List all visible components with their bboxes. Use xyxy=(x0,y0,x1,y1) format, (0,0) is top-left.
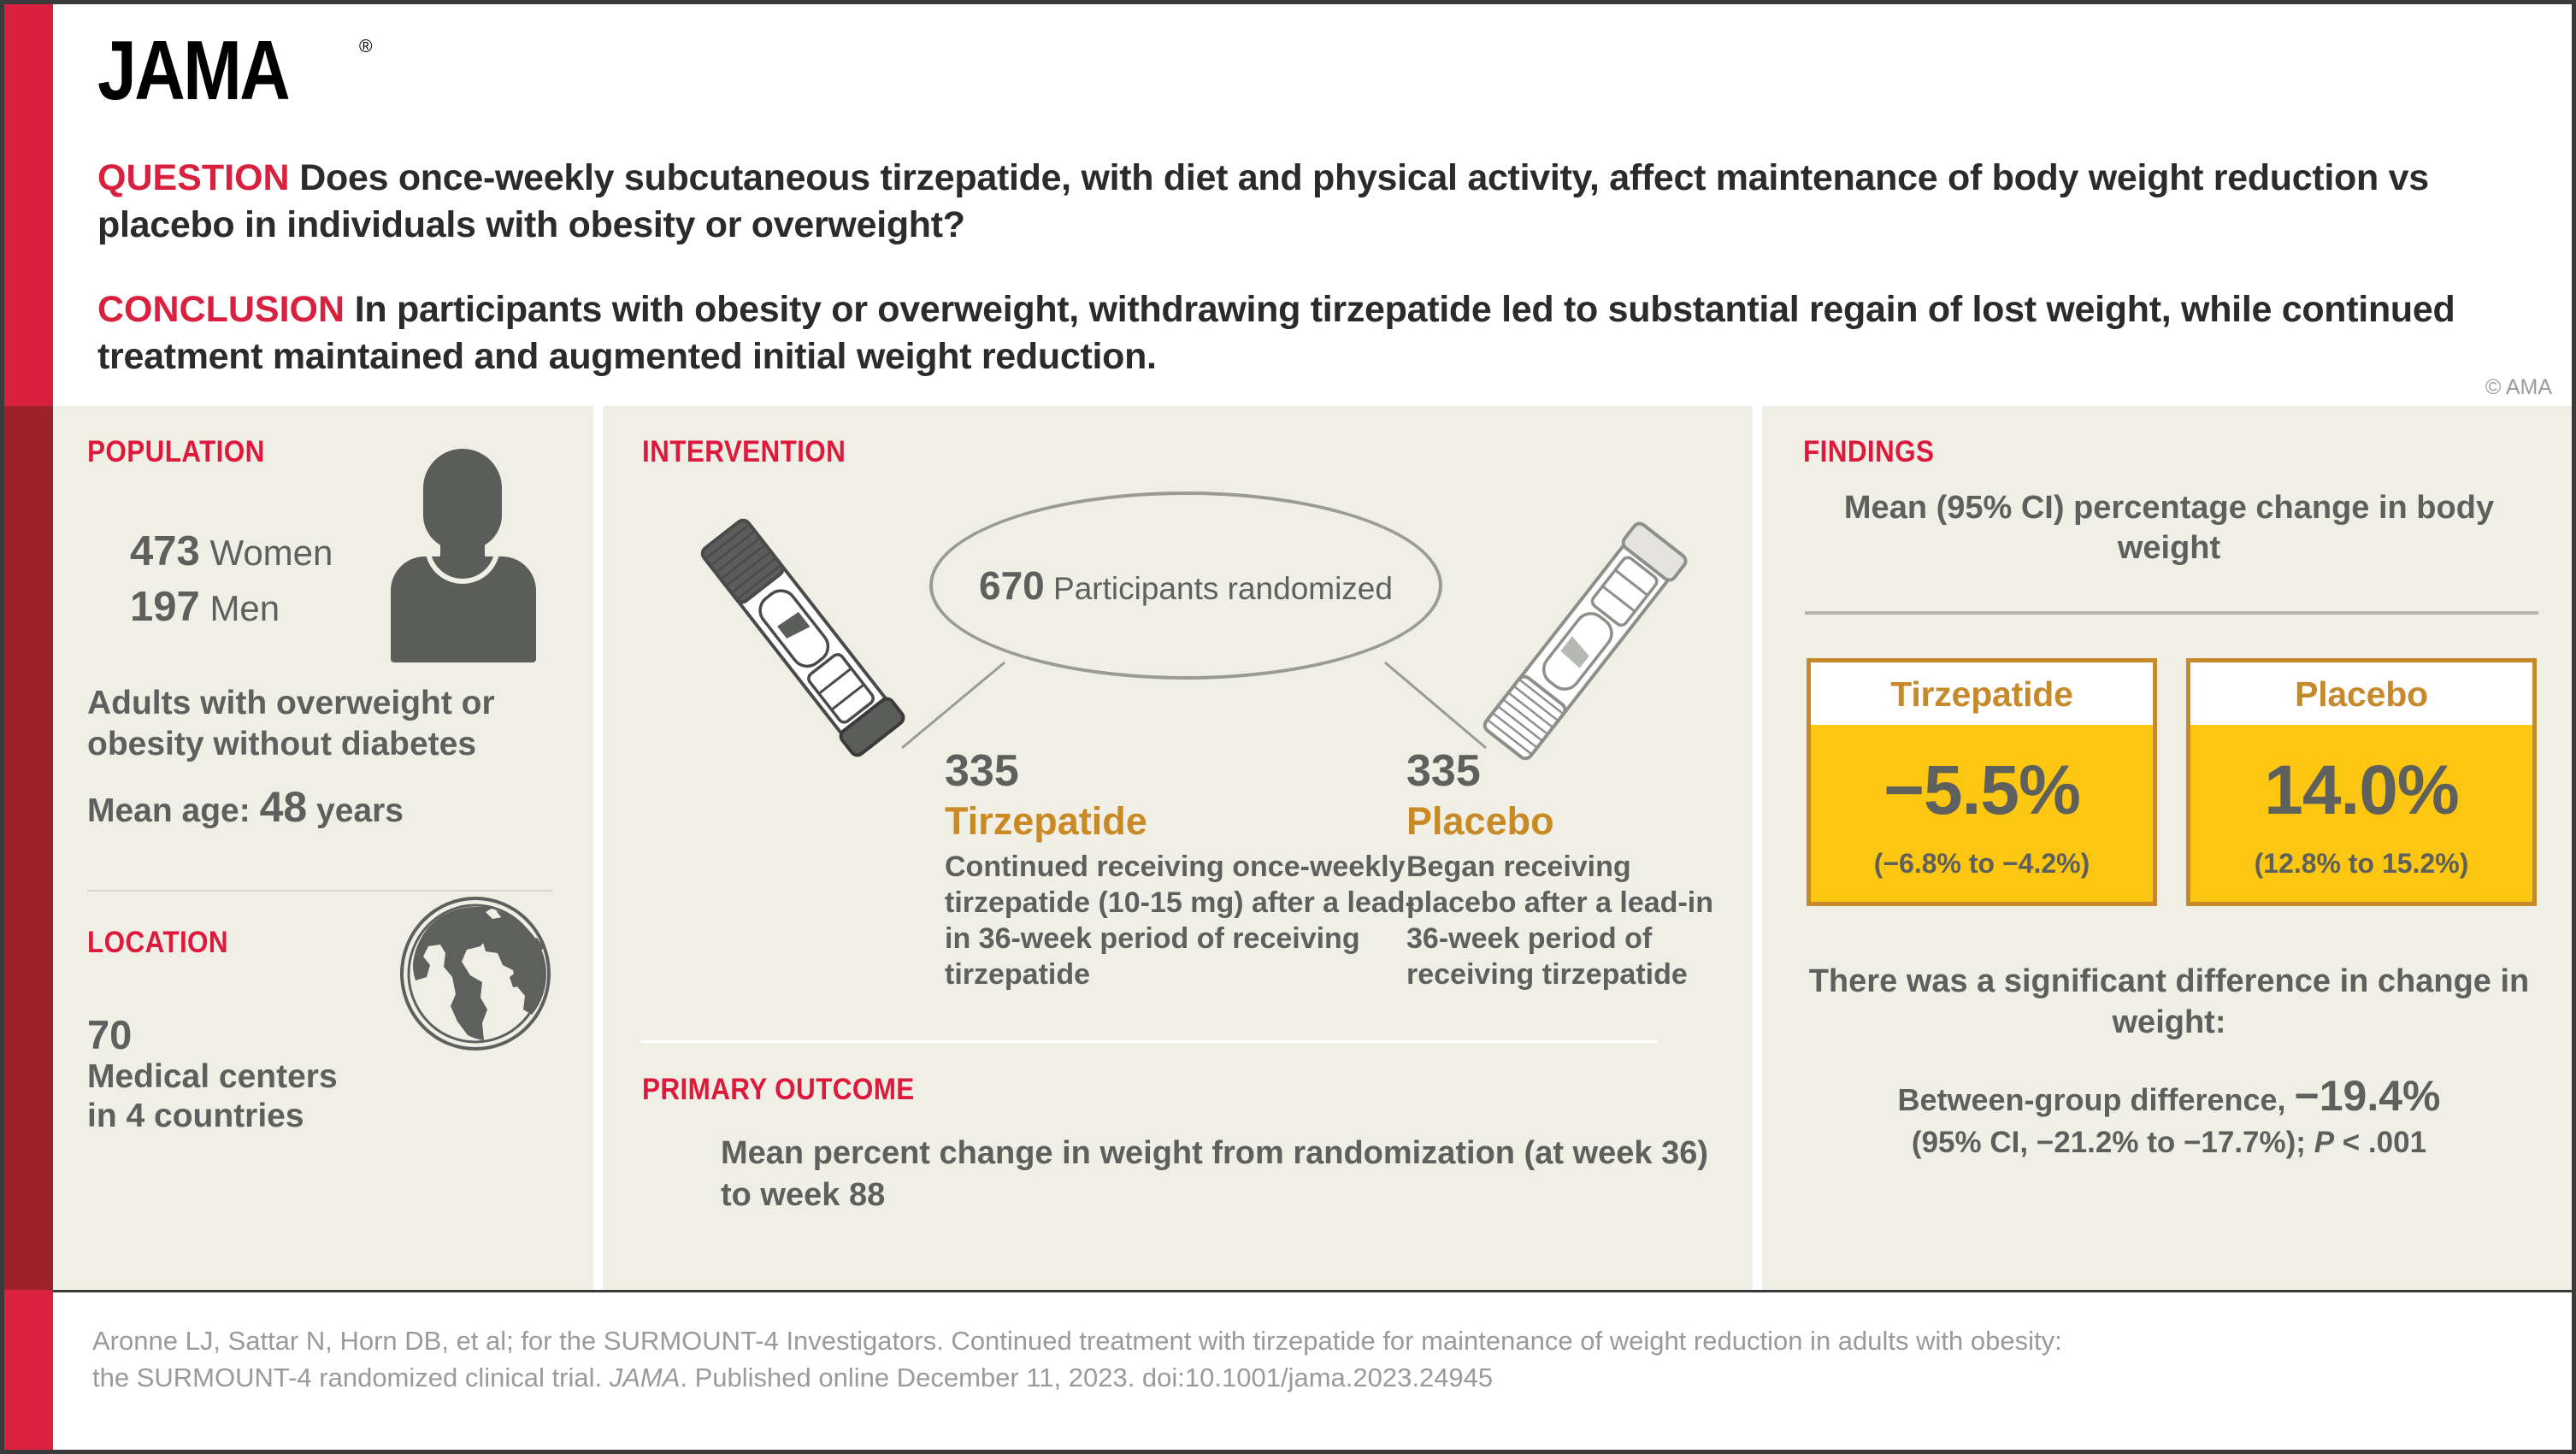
conclusion-text: In participants with obesity or overweig… xyxy=(97,289,2455,377)
randomized-ellipse: 670 Participants randomized xyxy=(929,492,1442,680)
result-ci-tirzepatide: (−6.8% to −4.2%) xyxy=(1873,848,2090,879)
result-box-tirzepatide: Tirzepatide −5.5% (−6.8% to −4.2%) xyxy=(1807,658,2157,906)
arm-description-placebo: Began receiving placebo after a lead-in … xyxy=(1406,850,1713,992)
randomized-count: 670 xyxy=(979,563,1045,608)
intervention-divider xyxy=(640,1040,1658,1043)
red-spine-footer xyxy=(4,1290,53,1450)
intervention-heading: INTERVENTION xyxy=(642,435,846,468)
intervention-column: INTERVENTION xyxy=(593,406,1753,1290)
result-box-header-tirzepatide: Tirzepatide xyxy=(1811,662,2153,725)
result-box-header-placebo: Placebo xyxy=(2190,662,2532,725)
population-description: Adults with overweight or obesity withou… xyxy=(87,685,495,762)
p-value-text: < .001 xyxy=(2334,1126,2427,1159)
injector-pen-dark-icon xyxy=(620,498,987,780)
arm-title-placebo: Placebo xyxy=(1406,798,1554,843)
connector-line-left xyxy=(885,659,1013,753)
globe-icon xyxy=(395,893,556,1054)
result-value-placebo: 14.0% xyxy=(2264,751,2460,829)
women-count: 473 xyxy=(130,528,200,574)
intervention-arm-tirzepatide: 335 Tirzepatide Continued receiving once… xyxy=(945,748,1432,992)
arm-title-tirzepatide: Tirzepatide xyxy=(945,798,1147,843)
primary-outcome-text: Mean percent change in weight from rando… xyxy=(721,1135,1708,1214)
between-group-label: Between-group difference, xyxy=(1897,1082,2286,1117)
copyright-notice: © AMA xyxy=(2485,375,2552,399)
between-group-ci: (95% CI, −21.2% to −17.7%); P < .001 xyxy=(1803,1126,2535,1160)
location-heading: LOCATION xyxy=(87,926,229,959)
citation: Aronne LJ, Sattar N, Horn DB, et al; for… xyxy=(92,1322,2503,1397)
result-ci-placebo: (12.8% to 15.2%) xyxy=(2254,848,2469,879)
population-heading: POPULATION xyxy=(87,435,265,468)
primary-outcome-heading: PRIMARY OUTCOME xyxy=(642,1073,915,1106)
intervention-arm-placebo: 335 Placebo Began receiving placebo afte… xyxy=(1406,748,1894,992)
mean-age-value: 48 xyxy=(259,783,308,831)
header: JAMA ® QUESTION Does once-weekly subcuta… xyxy=(53,4,2572,406)
red-spine-body xyxy=(4,406,53,1290)
between-group-difference: Between-group difference, −19.4% xyxy=(1796,1071,2542,1121)
citation-line1: Aronne LJ, Sattar N, Horn DB, et al; for… xyxy=(92,1326,2062,1356)
registered-trademark-icon: ® xyxy=(359,37,373,56)
conclusion-block: CONCLUSION In participants with obesity … xyxy=(97,286,2491,380)
between-group-value: −19.4% xyxy=(2294,1072,2441,1120)
medical-centers-label: Medical centers xyxy=(87,1057,338,1095)
red-spine-header xyxy=(4,4,53,406)
population-counts: 473 Women 197 Men xyxy=(130,524,333,634)
person-icon xyxy=(391,449,536,662)
men-count: 197 xyxy=(130,583,200,630)
p-value-symbol: P xyxy=(2314,1126,2335,1159)
question-label: QUESTION xyxy=(97,157,290,198)
body-panels: POPULATION 473 Women 197 Men Adults with… xyxy=(53,406,2572,1290)
result-value-tirzepatide: −5.5% xyxy=(1883,751,2081,829)
jama-logo: JAMA xyxy=(97,23,291,117)
women-label: Women xyxy=(209,533,333,573)
findings-subtitle: Mean (95% CI) percentage change in body … xyxy=(1843,490,2495,567)
citation-line2-pre: the SURMOUNT-4 randomized clinical trial… xyxy=(92,1363,610,1393)
population-divider xyxy=(87,890,553,892)
citation-journal: JAMA xyxy=(609,1363,681,1393)
mean-age-unit: years xyxy=(316,792,404,829)
findings-divider xyxy=(1805,611,2538,615)
countries-label: in 4 countries xyxy=(87,1098,304,1135)
connector-line-right xyxy=(1376,659,1505,753)
arm-n-placebo: 335 xyxy=(1406,746,1481,796)
findings-heading: FINDINGS xyxy=(1803,435,1935,468)
mean-age: Mean age: 48 years xyxy=(87,782,404,832)
population-column: POPULATION 473 Women 197 Men Adults with… xyxy=(53,406,593,1290)
result-label-placebo: Placebo xyxy=(2295,674,2428,714)
footer: Aronne LJ, Sattar N, Horn DB, et al; for… xyxy=(53,1290,2572,1450)
randomized-label: Participants randomized xyxy=(1053,571,1393,606)
medical-centers-count: 70 xyxy=(87,1012,133,1057)
location-text: 70 Medical centers in 4 countries xyxy=(87,1013,338,1137)
injector-pen-light-icon xyxy=(1402,498,1770,780)
arm-description-tirzepatide: Continued receiving once-weekly tirzepat… xyxy=(945,850,1415,992)
result-box-placebo: Placebo 14.0% (12.8% to 15.2%) xyxy=(2186,658,2537,906)
findings-result-boxes: Tirzepatide −5.5% (−6.8% to −4.2%) Place… xyxy=(1807,658,2538,906)
men-label: Men xyxy=(209,587,280,628)
findings-significance-note: There was a significant difference in ch… xyxy=(1808,963,2530,1040)
question-text: Does once-weekly subcutaneous tirzepatid… xyxy=(97,157,2429,245)
question-block: QUESTION Does once-weekly subcutaneous t… xyxy=(97,155,2491,248)
arm-n-tirzepatide: 335 xyxy=(945,746,1019,796)
between-group-ci-text: (95% CI, −21.2% to −17.7%); xyxy=(1911,1126,2314,1159)
conclusion-label: CONCLUSION xyxy=(97,289,345,330)
mean-age-label: Mean age: xyxy=(87,792,251,829)
footer-divider xyxy=(53,1290,2572,1292)
citation-line2-post: . Published online December 11, 2023. do… xyxy=(680,1363,1494,1393)
result-label-tirzepatide: Tirzepatide xyxy=(1890,674,2073,714)
findings-column: FINDINGS Mean (95% CI) percentage change… xyxy=(1753,406,2567,1290)
